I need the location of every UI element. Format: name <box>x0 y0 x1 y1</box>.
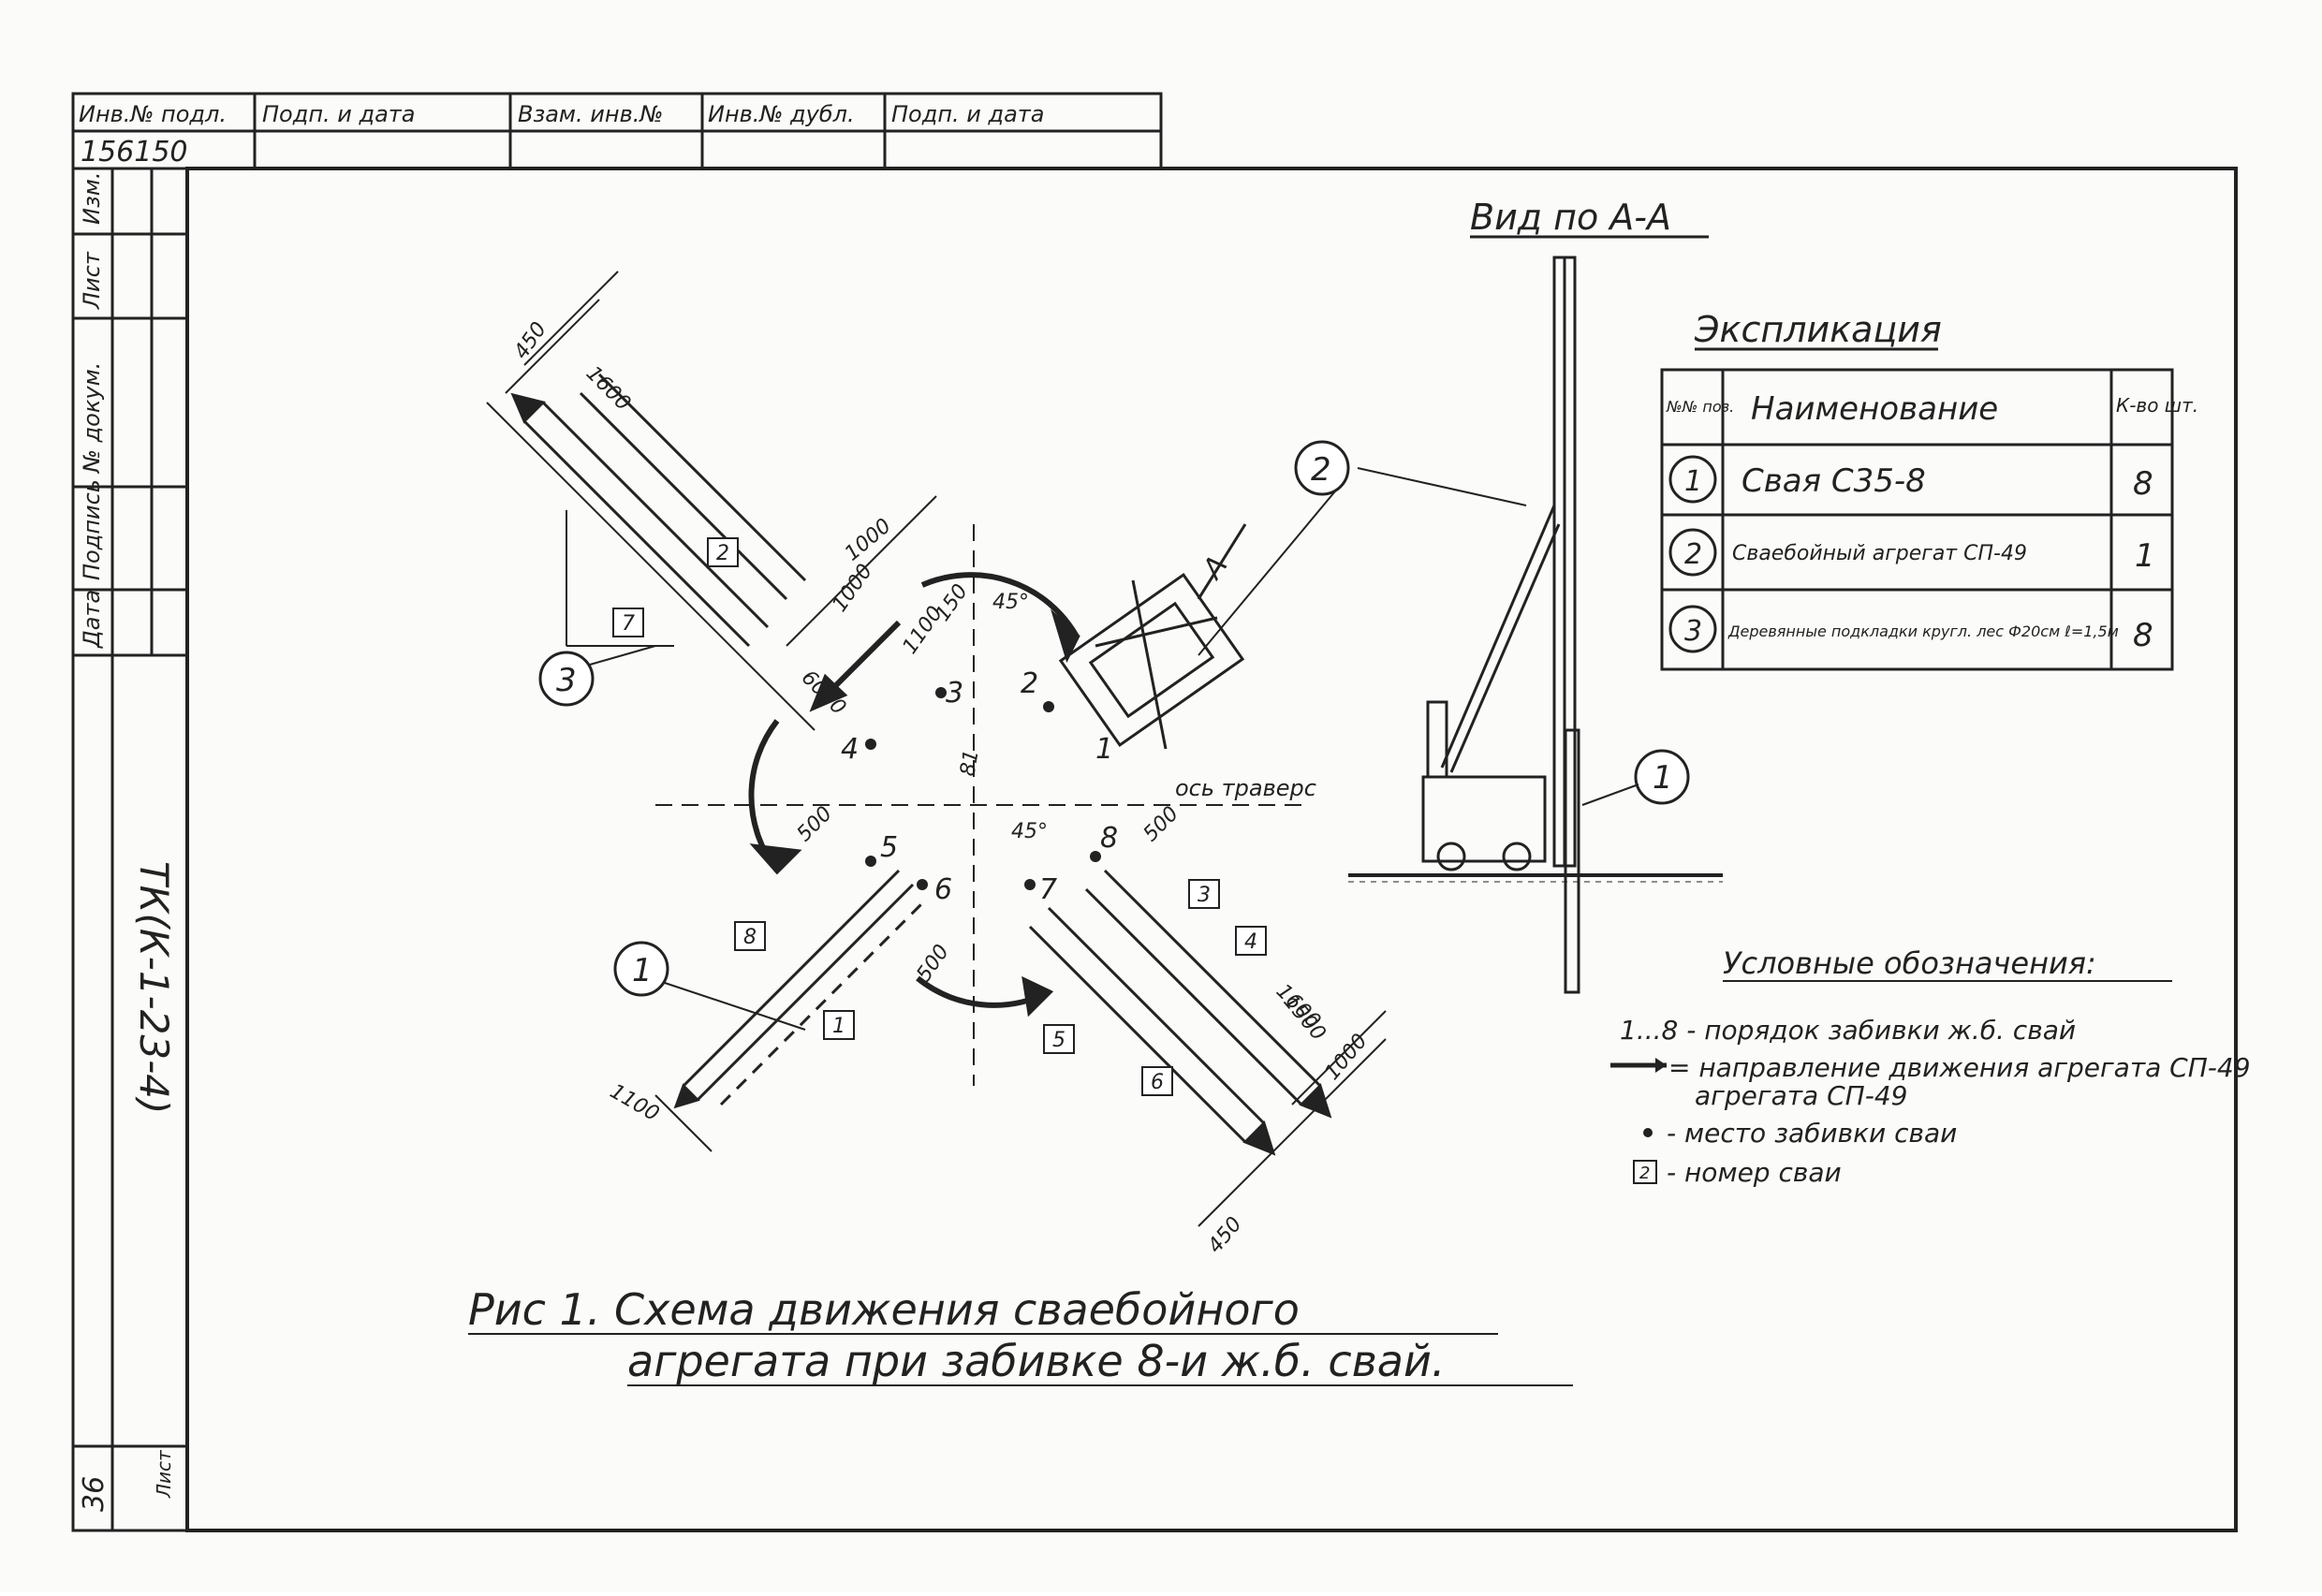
explication-col-name: Наименование <box>1751 390 1998 428</box>
explication-row1-pos: 1 <box>1684 465 1702 498</box>
legend-item-pile-number: - номер сваи <box>1667 1157 1842 1188</box>
pile-number-g: 5 <box>1052 1029 1065 1052</box>
explication-row1-qty: 8 <box>2133 465 2153 503</box>
piles-lower-right <box>1028 869 1332 1156</box>
callout-circle-1 <box>613 941 669 997</box>
explication-pos-circles <box>1668 455 1717 653</box>
caption-line-1: Рис 1. Схема движения сваебойного <box>468 1284 1300 1335</box>
order-1: 1 <box>1095 733 1113 766</box>
explication-row3-qty: 8 <box>2133 617 2153 654</box>
side-label-list: Лист <box>79 251 105 310</box>
pile-plan-diagram <box>486 271 1527 1227</box>
stamp-header-1: Инв.№ подл. <box>79 101 227 127</box>
pile-number-e: 3 <box>1198 884 1211 907</box>
side-strip <box>71 167 189 1532</box>
callouts <box>538 440 1350 997</box>
explication-row2-qty: 1 <box>2135 537 2155 575</box>
pile-number-f: 4 <box>1244 930 1257 954</box>
pile-number-b: 7 <box>622 612 635 636</box>
piles-upper-left <box>510 373 807 648</box>
pile-driver-elevation <box>1348 256 1723 994</box>
legend-box-sample <box>1633 1160 1657 1184</box>
callout-circle-3 <box>538 651 595 707</box>
stamp-header-3: Взам. инв.№ <box>518 101 663 127</box>
dims-upper-left <box>486 271 937 731</box>
explication-row1-name: Свая С35-8 <box>1742 462 1926 500</box>
callout-circle-1b <box>1634 749 1690 805</box>
pile-number-h: 6 <box>1151 1071 1164 1094</box>
stamp-header-5: Подп. и дата <box>891 101 1045 127</box>
callout-1b: 1 <box>1653 759 1673 797</box>
side-label-doc: № докум. <box>79 362 105 475</box>
callout-circle-2a <box>1294 440 1350 496</box>
caption: Рис 1. Схема движения сваебойного агрега… <box>468 1284 1573 1386</box>
order-numbers: 1 2 3 4 5 6 7 8 <box>841 667 1118 906</box>
pile-number-d: 1 <box>832 1015 845 1038</box>
sheet-label: Лист <box>153 1449 175 1499</box>
pile-number-c: 8 <box>743 926 757 949</box>
side-label-date: Дата <box>79 590 105 649</box>
dim-45-mid: 45° <box>1011 820 1048 843</box>
order-5: 5 <box>880 831 898 864</box>
legend-point-sample <box>1643 1128 1653 1137</box>
explication-row2-name: Сваебойный агрегат СП-49 <box>1732 542 2027 565</box>
explication-title: Экспликация <box>1694 309 1942 350</box>
legend-item-order: 1...8 - порядок забивки ж.б. свай <box>1620 1015 2076 1046</box>
side-label-izm: Изм. <box>79 172 105 225</box>
legend-title: Условные обозначения: <box>1723 945 2096 981</box>
callout-2: 2 <box>1311 451 1331 489</box>
order-4: 4 <box>841 733 859 766</box>
axis-label: ось траверс <box>1175 775 1316 801</box>
legend-box-number: 2 <box>1639 1164 1650 1183</box>
legend: 1...8 - порядок забивки ж.б. свай = напр… <box>1610 1015 2251 1188</box>
side-label-sign: Подпись <box>79 479 105 580</box>
document-code: ТК(К-1-23-4) <box>131 861 177 1114</box>
explication-col-pos: №№ поз. <box>1666 398 1734 416</box>
legend-item-agregat: агрегата СП-49 <box>1695 1080 1907 1111</box>
stamp-header-4: Инв.№ дубл. <box>708 101 855 127</box>
pile-driver-plan <box>1058 572 1245 750</box>
inv-number: 156150 <box>81 136 188 168</box>
pile-number-boxes <box>612 537 1267 1096</box>
stamp-table <box>71 92 1163 170</box>
explication-text: №№ поз. Наименование К-во шт. 1 Свая С35… <box>1666 390 2198 654</box>
side-labels: Изм. Лист № докум. Подпись Дата <box>79 172 105 649</box>
callout-3: 3 <box>556 662 577 699</box>
piles-lower-left <box>673 869 929 1109</box>
explication-col-qty: К-во шт. <box>2116 394 2198 417</box>
caption-line-2: агрегата при забивке 8-и ж.б. свай. <box>627 1336 1446 1386</box>
explication-row3-name: Деревянные подкладки кругл. лес Ф20см ℓ=… <box>1727 622 2119 640</box>
order-3: 3 <box>946 677 963 710</box>
explication-row2-pos: 2 <box>1684 538 1702 571</box>
pile-numbers: 2 7 8 1 3 4 5 6 <box>622 542 1257 1094</box>
order-6: 6 <box>934 873 952 906</box>
legend-item-point: - место забивки сваи <box>1667 1118 1957 1149</box>
callout-labels: 3 1 2 <box>556 451 1331 989</box>
view-title: Вид по А-А <box>1470 197 1671 238</box>
pile-number-a: 2 <box>716 542 729 565</box>
movement-arrows <box>748 572 1080 1018</box>
order-2: 2 <box>1021 667 1038 700</box>
callout-1: 1 <box>632 952 653 989</box>
stamp-headers: Инв.№ подл. Подп. и дата Взам. инв.№ Инв… <box>79 101 1045 127</box>
explication-row3-pos: 3 <box>1684 615 1702 648</box>
driving-points <box>865 687 1101 890</box>
dim-81: 81 <box>956 748 983 778</box>
order-8: 8 <box>1100 822 1118 855</box>
legend-item-direction: = направление движения агрегата СП-49 <box>1668 1052 2251 1083</box>
sheet-number: 36 <box>78 1476 110 1512</box>
order-7: 7 <box>1039 873 1057 906</box>
dim-45-top: 45° <box>992 591 1029 614</box>
stamp-header-2: Подп. и дата <box>262 101 416 127</box>
explication-table <box>1660 368 2174 671</box>
dims-lower-right <box>1198 1010 1387 1227</box>
